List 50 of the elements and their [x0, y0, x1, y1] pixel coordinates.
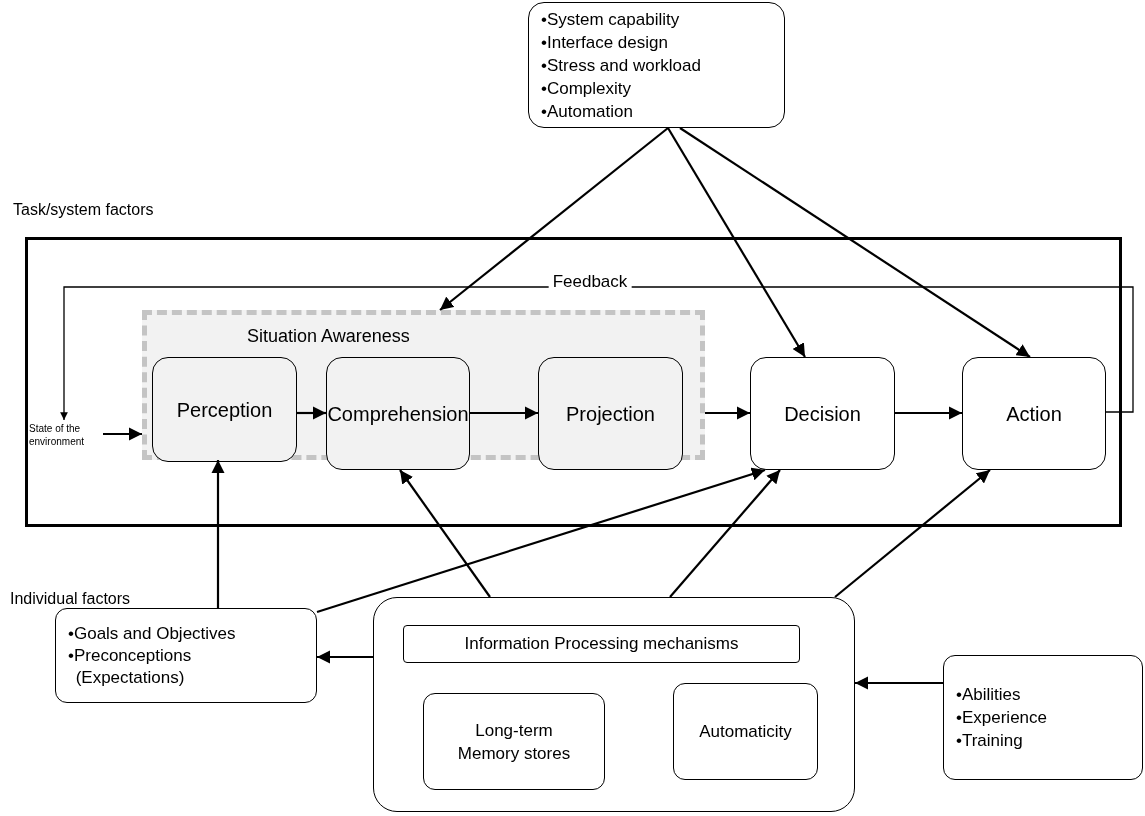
process-box [538, 357, 683, 470]
group-heading: Individual factors [10, 589, 131, 609]
arrow [470, 406, 538, 420]
process-box [152, 357, 297, 462]
arrow [855, 676, 943, 690]
arrow [399, 469, 491, 598]
arrow [317, 650, 373, 664]
box-label: Perception [176, 397, 273, 423]
arrow [103, 427, 142, 441]
factor-list-box [943, 655, 1143, 780]
box-label: Decision [784, 401, 861, 427]
arrow [211, 460, 225, 608]
arrow [705, 406, 750, 420]
container-box [373, 597, 855, 812]
process-box [750, 357, 895, 470]
arrow [679, 127, 1031, 358]
bullet-item: •Experience [956, 707, 1048, 729]
box-label: Information Processing mechanisms [464, 633, 739, 656]
process-box [423, 693, 605, 790]
bullet-item: •Interface design [541, 31, 669, 54]
box-label: Automaticity [699, 720, 792, 743]
group-heading: Situation Awareness [247, 325, 410, 348]
arrow [667, 127, 806, 358]
bullet-item: •Goals and Objectives [68, 622, 237, 645]
box-label: Comprehension [327, 401, 469, 427]
bullet-item: •Stress and workload [541, 54, 702, 77]
factor-list-box [528, 2, 785, 128]
group-heading: Task/system factors [13, 200, 154, 220]
arrow [316, 467, 766, 614]
box-label: Action [1006, 401, 1062, 427]
input-label-text: State of the environment [29, 422, 86, 448]
process-box [326, 357, 470, 470]
factor-list-box [55, 608, 317, 703]
arrow [60, 286, 1134, 421]
bullet-item: •System capability [541, 8, 681, 31]
arrow [439, 127, 669, 311]
bullet-item: •Abilities [956, 684, 1022, 706]
bullet-item: •Automation [541, 100, 634, 123]
arrow [834, 469, 991, 598]
process-box [673, 683, 818, 780]
process-box [962, 357, 1106, 470]
box-label: Long-term Memory stores [456, 719, 572, 765]
arrow [669, 469, 781, 598]
bullet-item: •Complexity [541, 77, 633, 100]
arrow [895, 406, 962, 420]
bullet-item: •Preconceptions (Expectations) [68, 644, 193, 689]
bullet-item: •Training [956, 730, 1024, 752]
heading-box [403, 625, 800, 663]
box-label: Projection [566, 401, 655, 427]
arrow [297, 406, 326, 420]
